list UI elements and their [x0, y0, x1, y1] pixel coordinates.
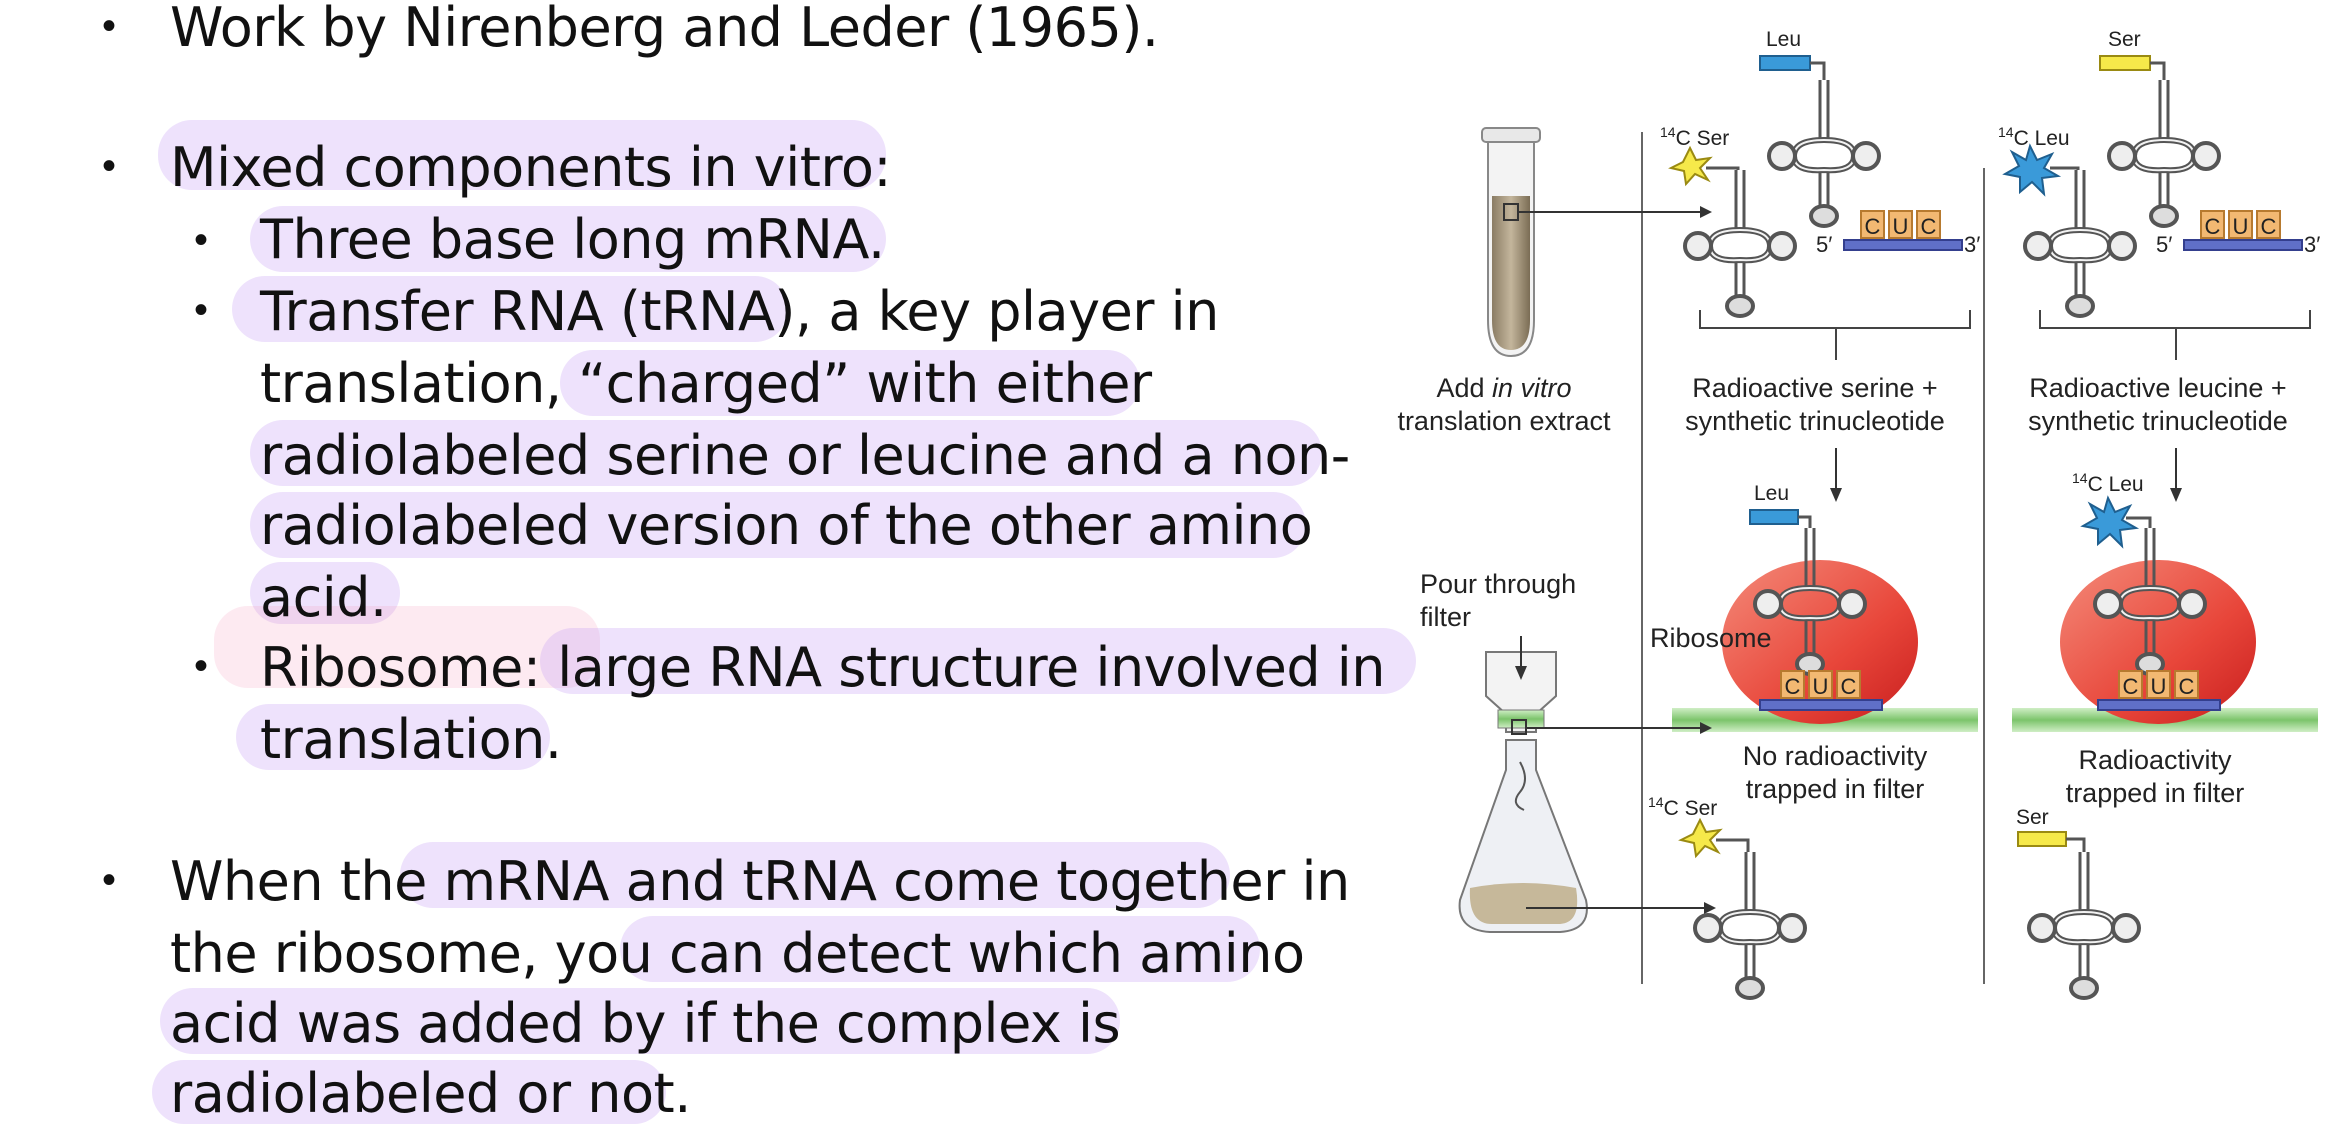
codon-box: C	[2200, 210, 2225, 239]
figure-artwork	[1458, 55, 2318, 1020]
bullet-trna-line: translation, “charged” with either	[260, 352, 1152, 415]
leucine-caption: Radioactive leucine +synthetic trinucleo…	[2028, 373, 2288, 436]
highlight-radiolabeled-or-not	[152, 1060, 666, 1124]
codon-box: C	[1780, 670, 1805, 699]
bullet-trna-line: radiolabeled version of the other amino	[260, 494, 1313, 557]
bullet-mixed-components: Mixed components in vitro:	[170, 136, 892, 199]
highlight-large-rna	[540, 628, 1416, 694]
ser-amino-acid-icon	[2099, 55, 2151, 71]
ser-tag: Ser	[2108, 28, 2141, 51]
radioactive-ser-star-icon	[1668, 145, 1713, 187]
bullet-dot: •	[194, 644, 209, 688]
codon-box: U	[2146, 670, 2171, 699]
highlight-translation	[236, 704, 550, 770]
test-tube-icon	[1481, 127, 1541, 358]
bullet-when-line: acid was added by if the complex is	[170, 992, 1121, 1055]
bullet-dot: •	[194, 218, 209, 262]
serine-caption: Radioactive serine +synthetic trinucleot…	[1685, 373, 1945, 436]
ser-14c-filtrate-tag: 14C Ser	[1648, 794, 1718, 820]
ser-free-trna-icon	[2029, 852, 2139, 998]
leu-amino-acid-icon	[1759, 55, 1811, 71]
bullet-nirenberg: Work by Nirenberg and Leder (1965).	[170, 0, 1159, 59]
bullet-trna-line: radiolabeled serine or leucine and a non…	[260, 424, 1350, 487]
ribosome-label: Ribosome	[1650, 623, 1772, 653]
codon-box: U	[1888, 210, 1913, 239]
add-extract-label: Add in vitro translation extract	[1397, 373, 1611, 436]
five-prime-label: 5′	[2156, 232, 2173, 257]
bullet-dot: •	[194, 288, 209, 332]
codon-box: C	[1860, 210, 1885, 239]
radioactive-leu-star-icon	[2080, 495, 2140, 549]
bullet-dot: •	[102, 858, 117, 902]
three-prime-label: 3′	[1964, 232, 1981, 257]
leu-bound-tag: Leu	[1754, 482, 1790, 505]
bullet-trna-line: acid.	[260, 566, 387, 629]
highlight-trna	[232, 276, 788, 342]
bullet-ribosome-line: Ribosome: large RNA structure involved i…	[260, 636, 1386, 699]
codon-box: C	[2118, 670, 2143, 699]
highlight-three-base	[250, 206, 886, 272]
ser-charged-trna-icon	[1685, 170, 1795, 316]
highlight-can-detect	[620, 916, 1260, 982]
leu-trna-icon	[1769, 80, 1879, 226]
highlight-radiolabeled-version	[250, 492, 1306, 558]
nirenberg-leder-figure: C U C C U C C U C C U C 5′ 3′ 5′ 3′ Leu …	[1360, 20, 2330, 1020]
codon-box: C	[1916, 210, 1941, 239]
leu-14c-tag: 14C Leu	[1998, 124, 2070, 150]
mrna-strand-icon	[1843, 239, 1963, 251]
bullet-when-line: When the mRNA and tRNA come together in	[170, 850, 1350, 913]
highlight-mrna-trna	[400, 842, 1230, 908]
codon-box: C	[1836, 670, 1861, 699]
leu-tag: Leu	[1766, 28, 1802, 51]
ser-filtrate-trna-icon	[1695, 852, 1805, 998]
highlight-mixed	[158, 120, 886, 190]
highlight-acid	[250, 562, 400, 624]
codon-box: C	[2174, 670, 2199, 699]
highlight-radiolabeled	[250, 420, 1322, 486]
codon-box: C	[2256, 210, 2281, 239]
ser-14c-tag: 14C Ser	[1660, 124, 1730, 150]
highlight-charged	[560, 350, 1140, 416]
ser-free-tag: Ser	[2016, 806, 2049, 829]
bullet-dot: •	[102, 4, 117, 48]
bullet-ribosome-line: translation.	[260, 708, 562, 771]
radioactive-leu-star-icon	[2002, 143, 2062, 197]
bullet-when-line: radiolabeled or not.	[170, 1062, 691, 1125]
bullet-three-base: Three base long mRNA.	[260, 208, 885, 271]
codon-box: U	[1808, 670, 1833, 699]
ser-trna-icon	[2109, 80, 2219, 226]
filter-flask-icon	[1458, 636, 1588, 933]
highlight-acid-added	[160, 988, 1120, 1054]
bullet-when-line: the ribosome, you can detect which amino	[170, 922, 1305, 985]
radioactive-ser-star-icon	[1678, 817, 1723, 859]
leu-14c-bound-tag: 14C Leu	[2072, 470, 2144, 496]
bullet-trna-line: Transfer RNA (tRNA), a key player in	[260, 280, 1219, 343]
five-prime-label: 5′	[1816, 232, 1833, 257]
three-prime-label: 3′	[2304, 232, 2321, 257]
highlight-ribosome-word	[214, 606, 600, 688]
bullet-dot: •	[102, 144, 117, 188]
mrna-strand-icon	[2183, 239, 2303, 251]
codon-box: U	[2228, 210, 2253, 239]
